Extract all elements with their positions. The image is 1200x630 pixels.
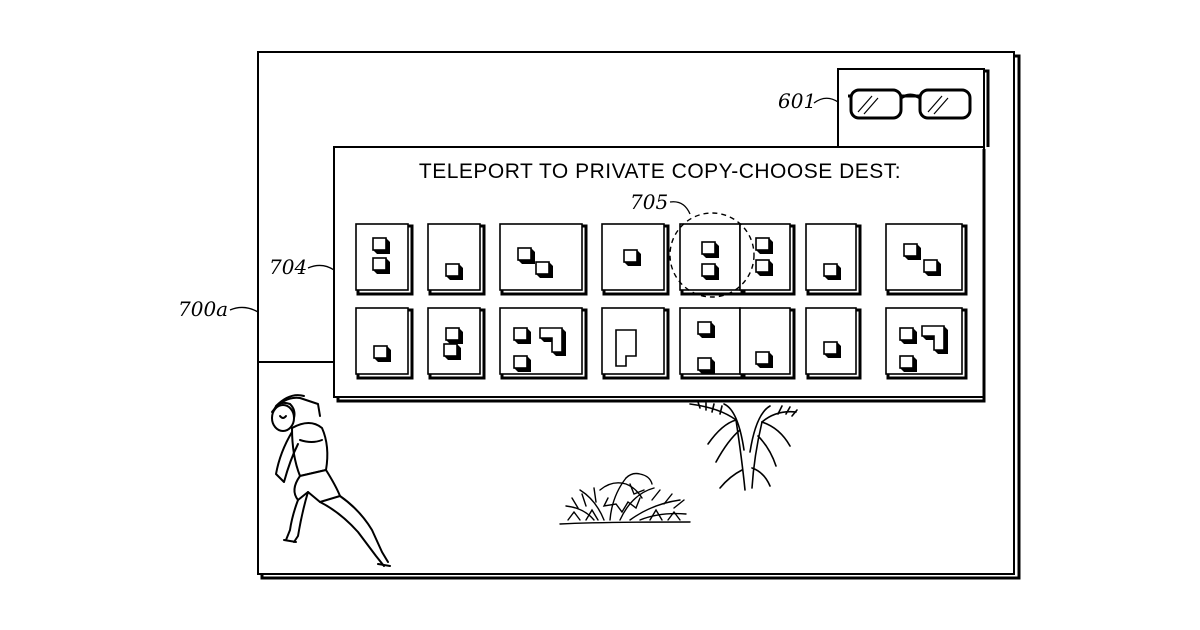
block-cube (702, 242, 719, 258)
leader-601 (814, 98, 838, 103)
destination-tile[interactable] (806, 308, 860, 378)
block-cube (446, 264, 463, 280)
destination-tile[interactable] (500, 224, 586, 294)
destination-tile[interactable] (886, 308, 966, 378)
destination-tile[interactable] (602, 308, 668, 378)
stretching-person (272, 395, 390, 566)
block-cube (624, 250, 641, 266)
block-cube (900, 328, 917, 344)
block-cube (924, 260, 941, 276)
ref-label-601: 601 (778, 89, 816, 113)
block-cube (373, 258, 390, 274)
bush-plant (560, 474, 690, 525)
block-cube (698, 322, 715, 338)
destination-tile[interactable] (428, 308, 484, 378)
destination-tile[interactable] (740, 308, 794, 378)
block-cube (824, 342, 841, 358)
destination-tile[interactable] (680, 308, 744, 378)
leader-704 (308, 265, 334, 270)
block-cube (536, 262, 553, 278)
destination-tile[interactable] (680, 224, 744, 294)
palm-plant (690, 402, 797, 490)
block-cube (756, 352, 773, 368)
destination-tile[interactable] (806, 224, 860, 294)
block-cube (702, 264, 719, 280)
block-cube (514, 356, 531, 372)
ref-label-704: 704 (269, 255, 307, 279)
block-cube (900, 356, 917, 372)
ref-label-700a: 700a (178, 297, 228, 321)
block-cube (514, 328, 531, 344)
leader-700a (230, 307, 258, 312)
destination-tile[interactable] (886, 224, 966, 294)
destination-tile[interactable] (356, 308, 412, 378)
block-cube (756, 260, 773, 276)
block-cube (374, 346, 391, 362)
block-cube (444, 344, 461, 360)
block-cube (904, 244, 921, 260)
destination-tile[interactable] (428, 224, 484, 294)
destination-tile[interactable] (602, 224, 668, 294)
block-cube (756, 238, 773, 254)
destination-tile[interactable] (500, 308, 586, 378)
block-cube (518, 248, 535, 264)
panel-title: TELEPORT TO PRIVATE COPY-CHOOSE DEST: (419, 160, 901, 183)
block-cube (824, 264, 841, 280)
destination-tile[interactable] (356, 224, 412, 294)
block-cube (698, 358, 715, 374)
ref-label-705: 705 (630, 190, 668, 214)
block-cube (373, 238, 390, 254)
block-cube (446, 328, 463, 344)
destination-tile[interactable] (740, 224, 794, 294)
